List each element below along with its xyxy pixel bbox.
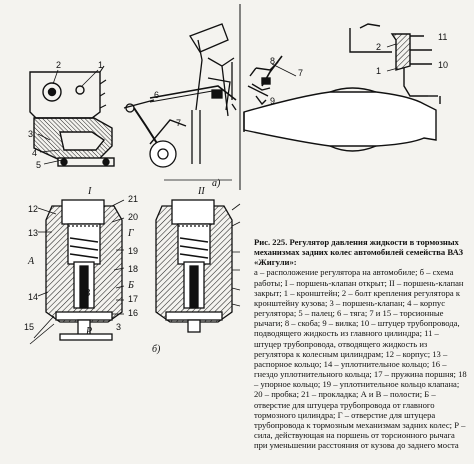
linkage-view xyxy=(123,4,241,190)
label-position-I: I xyxy=(87,186,92,197)
label-6: 6 xyxy=(154,90,159,100)
label-9: 9 xyxy=(270,96,275,106)
label-view-b: б) xyxy=(152,344,161,355)
label-3-section: 3 xyxy=(116,322,121,332)
label-16: 16 xyxy=(128,308,138,318)
section-leaders xyxy=(37,199,125,315)
label-V: В xyxy=(84,288,90,299)
figure-number: Рис. 225. xyxy=(254,237,288,247)
regulator-section-II xyxy=(155,199,241,333)
label-17: 17 xyxy=(128,294,138,304)
label-G: Г xyxy=(127,228,134,239)
label-4: 4 xyxy=(32,148,37,158)
rear-axle-view xyxy=(243,23,441,152)
figure-title: Регулятор давления жидкости в тормозных … xyxy=(254,237,464,268)
label-7-right: 7 xyxy=(298,68,303,78)
label-13: 13 xyxy=(28,228,38,238)
label-P: Р xyxy=(85,326,92,337)
label-19: 19 xyxy=(128,246,138,256)
label-18: 18 xyxy=(128,264,138,274)
label-B: Б xyxy=(127,280,134,291)
label-5: 5 xyxy=(36,160,41,170)
label-14: 14 xyxy=(28,292,38,302)
figure-legend: а – расположение регулятора на автомобил… xyxy=(254,267,467,451)
label-7-left: 7 xyxy=(176,118,181,128)
label-view-a: а) xyxy=(212,178,221,189)
label-20: 20 xyxy=(128,212,138,222)
label-8: 8 xyxy=(270,56,275,66)
regulator-mount-view xyxy=(29,65,115,167)
regulator-section-I xyxy=(29,199,123,345)
label-A: А xyxy=(27,256,35,267)
mount-bolt xyxy=(42,82,62,102)
label-2: 2 xyxy=(56,60,61,70)
label-12: 12 xyxy=(28,204,38,214)
label-21: 21 xyxy=(128,194,138,204)
label-1: 1 xyxy=(98,60,103,70)
label-11: 11 xyxy=(438,32,447,42)
label-position-II: II xyxy=(197,186,205,197)
label-2-right: 2 xyxy=(376,42,381,52)
diagram-labels: 2 1 3 4 5 6 7 8 7 9 2 1 11 10 а) I II 12… xyxy=(24,32,448,355)
label-1-right: 1 xyxy=(376,66,381,76)
label-3: 3 xyxy=(28,129,33,139)
figure-caption: Рис. 225. Регулятор давления жидкости в … xyxy=(254,237,468,450)
label-15: 15 xyxy=(24,322,34,332)
label-10: 10 xyxy=(438,60,448,70)
